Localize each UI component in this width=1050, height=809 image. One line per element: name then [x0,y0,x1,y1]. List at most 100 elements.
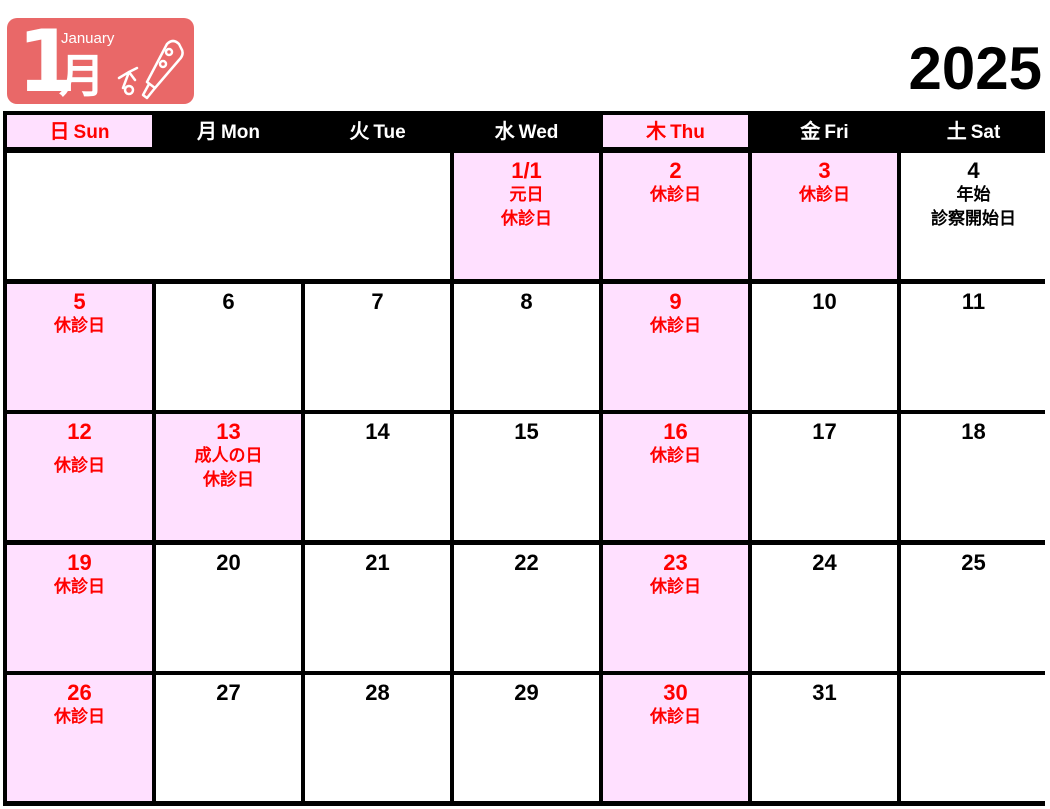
day-note: 休診日 [54,456,105,476]
day-number: 6 [222,289,235,314]
day-cell: 18 [901,414,1046,540]
day-note: 休診日 [650,185,701,205]
day-number: 23 [663,550,688,575]
day-number: 5 [73,289,86,314]
year-label: 2025 [908,35,1042,102]
weekday-jp: 木 [646,119,667,143]
weekday-jp: 金 [800,119,821,143]
day-cell: 22 [454,545,599,671]
day-number: 7 [371,289,384,314]
day-cell: 24 [752,545,897,671]
day-number: 14 [365,419,390,444]
day-number: 10 [812,289,837,314]
hagoita-icon [117,39,184,100]
day-cell: 11 [901,284,1046,410]
month-english-label: January [61,30,115,47]
weekday-en: Tue [373,122,406,143]
day-cell: 7 [305,284,450,410]
day-number: 29 [514,680,539,705]
day-number: 12 [67,419,92,444]
weekday-en: Fri [824,122,849,143]
empty-day-cell [7,153,450,279]
day-number: 1/1 [511,158,542,183]
day-number: 3 [818,158,831,183]
weekday-jp: 火 [349,119,370,143]
day-note: 年始 診察開始日 [931,185,1016,229]
day-cell: 27 [156,675,301,801]
weekday-jp: 月 [196,119,217,143]
day-number: 26 [67,680,92,705]
day-cell: 21 [305,545,450,671]
weekday-jp: 土 [946,119,967,143]
day-cell: 17 [752,414,897,540]
weekday-en: Sat [970,122,1001,143]
day-note: 休診日 [650,316,701,336]
day-note: 休診日 [54,707,105,727]
day-number: 25 [961,550,986,575]
day-cell: 29 [454,675,599,801]
day-number: 13 [216,419,241,444]
day-cell: 31 [752,675,897,801]
day-cell: 28 [305,675,450,801]
day-cell: 6 [156,284,301,410]
day-note: 休診日 [650,707,701,727]
day-note: 休診日 [650,446,701,466]
day-number: 22 [514,550,539,575]
weekday-en: Thu [670,122,705,143]
day-cell: 8 [454,284,599,410]
day-number: 18 [961,419,986,444]
weekday-en: Mon [220,122,261,143]
month-number: 1 [17,18,77,104]
day-number: 4 [967,158,980,183]
day-cell: 15 [454,414,599,540]
day-number: 2 [669,158,682,183]
month-kanji: 月 [59,49,105,103]
day-number: 27 [216,680,241,705]
day-cell: 14 [305,414,450,540]
day-note: 休診日 [54,577,105,597]
day-number: 31 [812,680,837,705]
day-cell: 20 [156,545,301,671]
day-number: 11 [961,289,986,314]
day-number: 28 [365,680,390,705]
day-number: 19 [67,550,92,575]
weekday-en: Wed [518,122,559,143]
day-cell: 25 [901,545,1046,671]
weekday-jp: 水 [494,119,515,143]
day-number: 15 [514,419,539,444]
day-number: 20 [216,550,241,575]
day-number: 30 [663,680,688,705]
day-note: 休診日 [650,577,701,597]
day-number: 21 [365,550,390,575]
day-note: 休診日 [799,185,850,205]
day-cell: 10 [752,284,897,410]
day-note: 元日 休診日 [501,185,552,229]
day-number: 9 [669,289,682,314]
day-number: 24 [812,550,837,575]
day-note: 休診日 [54,316,105,336]
weekday-en: Sun [73,122,110,143]
day-number: 16 [663,419,688,444]
day-number: 17 [812,419,837,444]
weekday-jp: 日 [49,119,70,143]
day-number: 8 [520,289,533,314]
